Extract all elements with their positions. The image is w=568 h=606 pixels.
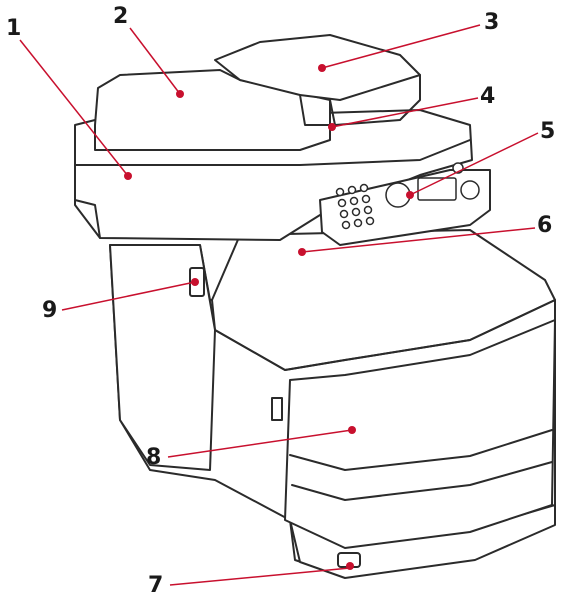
left-side-panel bbox=[109, 244, 216, 471]
callout-dots bbox=[124, 64, 414, 570]
callout-6: 6 bbox=[537, 213, 553, 238]
paper-tray-front bbox=[284, 319, 556, 549]
leader-lines bbox=[19, 24, 539, 586]
callout-4: 4 bbox=[480, 84, 496, 109]
callout-7: 7 bbox=[148, 573, 164, 598]
callout-1: 1 bbox=[6, 16, 22, 41]
front-tab bbox=[271, 397, 283, 421]
callout-8: 8 bbox=[146, 445, 162, 470]
callout-3: 3 bbox=[484, 10, 500, 35]
keypad bbox=[335, 162, 480, 230]
callout-2: 2 bbox=[113, 4, 129, 29]
callout-5: 5 bbox=[540, 119, 556, 144]
callout-9: 9 bbox=[42, 298, 58, 323]
